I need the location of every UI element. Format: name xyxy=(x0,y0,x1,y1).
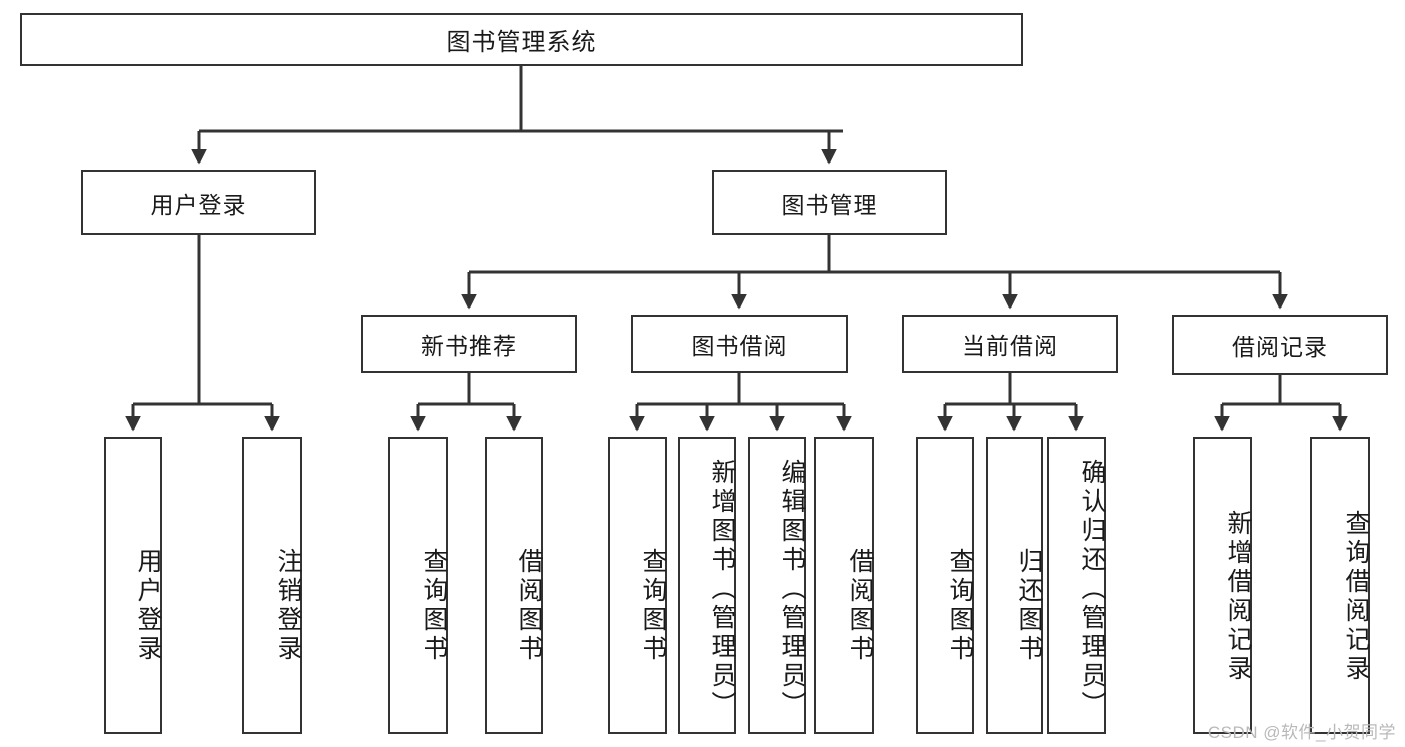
leaf-add-borrow-record[interactable]: 新增借阅记录 xyxy=(1193,437,1252,734)
node-new-book-recommend[interactable]: 新书推荐 xyxy=(361,315,577,373)
leaf-user-login[interactable]: 用户登录 xyxy=(104,437,162,734)
node-user-login[interactable]: 用户登录 xyxy=(81,170,316,235)
csdn-watermark: CSDN @软件_小贺同学 xyxy=(1207,723,1396,742)
node-book-borrow[interactable]: 图书借阅 xyxy=(631,315,848,373)
leaf-edit-book-admin[interactable]: 编辑图书（管理员） xyxy=(748,437,806,734)
leaf-confirm-return-admin[interactable]: 确认归还（管理员） xyxy=(1047,437,1106,734)
leaf-query-book-recommend[interactable]: 查询图书 xyxy=(388,437,448,734)
node-book-management[interactable]: 图书管理 xyxy=(712,170,947,235)
leaf-query-book-borrow[interactable]: 查询图书 xyxy=(608,437,667,734)
leaf-return-book[interactable]: 归还图书 xyxy=(986,437,1043,734)
leaf-query-book-current[interactable]: 查询图书 xyxy=(916,437,974,734)
leaf-add-book-admin[interactable]: 新增图书（管理员） xyxy=(678,437,736,734)
leaf-borrow-book[interactable]: 借阅图书 xyxy=(814,437,874,734)
node-borrow-record[interactable]: 借阅记录 xyxy=(1172,315,1388,375)
leaf-borrow-book-recommend[interactable]: 借阅图书 xyxy=(485,437,543,734)
leaf-logout-login[interactable]: 注销登录 xyxy=(242,437,302,734)
leaf-query-borrow-record[interactable]: 查询借阅记录 xyxy=(1310,437,1370,734)
node-current-borrow[interactable]: 当前借阅 xyxy=(902,315,1118,373)
node-root-book-management-system[interactable]: 图书管理系统 xyxy=(20,13,1023,66)
